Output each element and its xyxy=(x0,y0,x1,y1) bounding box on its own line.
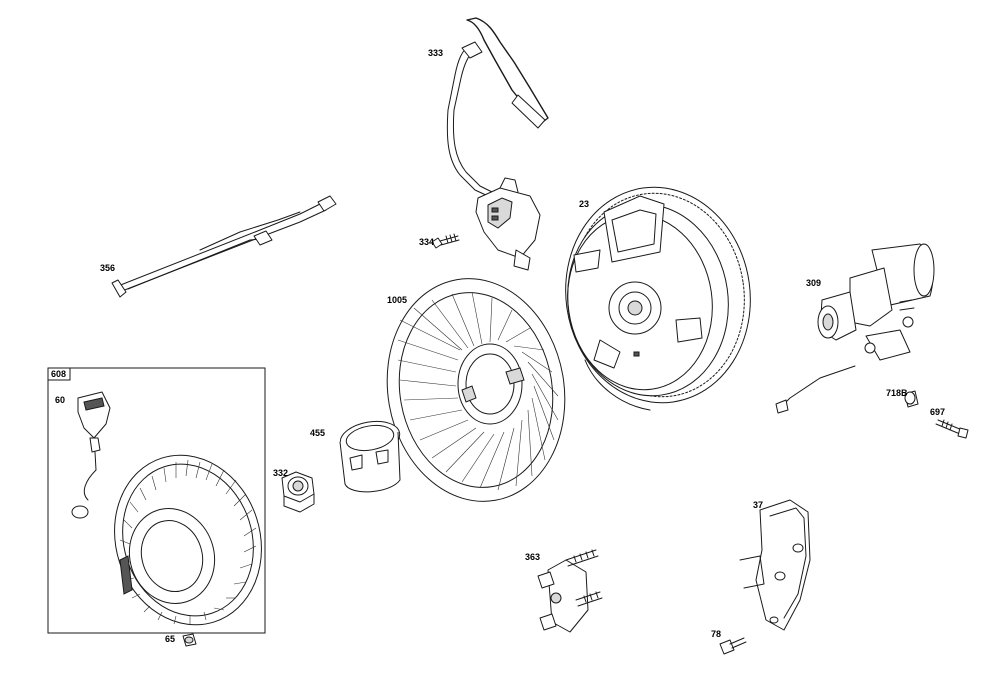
label-608: 608 xyxy=(51,369,66,379)
label-309: 309 xyxy=(806,278,821,288)
label-334: 334 xyxy=(419,237,434,247)
label-60: 60 xyxy=(55,395,65,405)
part-697-bolt xyxy=(935,419,969,439)
label-23: 23 xyxy=(579,199,589,209)
part-65-screw xyxy=(182,633,197,647)
part-309-starter-motor xyxy=(775,243,935,414)
label-455: 455 xyxy=(310,428,325,438)
label-1005: 1005 xyxy=(387,295,407,305)
part-356-wire-harness xyxy=(111,195,337,298)
label-78: 78 xyxy=(711,629,721,639)
part-718B-bushing xyxy=(904,390,919,408)
part-455-starter-cup xyxy=(339,420,401,493)
label-356: 356 xyxy=(100,263,115,273)
part-37-bracket xyxy=(739,499,811,631)
label-718B: 718B xyxy=(886,388,908,398)
assembly-608-box xyxy=(47,367,266,634)
part-332-nut xyxy=(281,471,315,513)
label-65: 65 xyxy=(165,634,175,644)
label-697: 697 xyxy=(930,407,945,417)
part-608-recoil-starter xyxy=(71,454,262,626)
part-333-ignition-wire xyxy=(446,17,549,271)
label-363: 363 xyxy=(525,552,540,562)
part-78-screw xyxy=(719,637,747,655)
part-1005-fan xyxy=(386,278,566,502)
part-363-stud-bracket xyxy=(537,549,603,633)
assembly-608-tag xyxy=(47,367,71,381)
label-37: 37 xyxy=(753,500,763,510)
part-334-bolt xyxy=(431,233,460,249)
part-60-starter-handle xyxy=(77,391,111,471)
part-23-flywheel xyxy=(565,186,751,411)
label-333: 333 xyxy=(428,48,443,58)
label-332: 332 xyxy=(273,468,288,478)
